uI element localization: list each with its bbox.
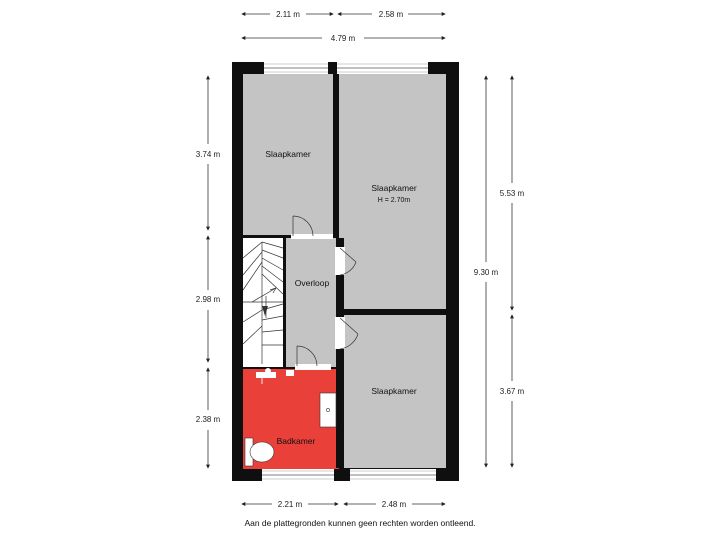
door-slaapkamer-bottom xyxy=(335,317,359,350)
dimension-top-right: 2.58 m xyxy=(337,10,446,19)
dimension-top-right-label: 2.58 m xyxy=(379,10,404,19)
dimension-left-mid-label: 2.98 m xyxy=(196,295,221,304)
dimension-right-total-label: 9.30 m xyxy=(474,268,499,277)
room-overloop xyxy=(286,238,336,367)
dimension-right-bottom: 3.67 m xyxy=(500,314,525,468)
label-slaapkamer-3: Slaapkamer xyxy=(371,386,417,396)
stair-arrow-icon xyxy=(262,306,268,316)
room-slaapkamer-bottom xyxy=(344,315,446,468)
dimension-right-top: 5.53 m xyxy=(500,75,525,311)
door-slaapkamer-right xyxy=(335,247,357,276)
dimension-right-total: 9.30 m xyxy=(474,75,499,468)
dimension-left-bottom: 2.38 m xyxy=(196,367,221,469)
label-slaapkamer-2: Slaapkamer xyxy=(371,183,417,193)
label-slaapkamer-1: Slaapkamer xyxy=(265,149,311,159)
door-badkamer xyxy=(295,345,331,370)
room-slaapkamer-top-right xyxy=(339,74,446,309)
stair-wall xyxy=(283,238,286,367)
inner-wall xyxy=(336,238,344,468)
dimension-left-bottom-label: 2.38 m xyxy=(196,415,221,424)
floor-plan: 2.11 m 2.58 m 4.79 m 3.74 m 2.98 m 2.38 … xyxy=(196,10,525,509)
dimension-bottom-left-label: 2.21 m xyxy=(278,500,303,509)
toilet-icon xyxy=(244,437,275,467)
window-top-left xyxy=(264,62,328,74)
dimension-right-bottom-label: 3.67 m xyxy=(500,387,525,396)
stairwell xyxy=(243,238,283,367)
dimension-bottom-right-label: 2.48 m xyxy=(382,500,407,509)
door-overloop-top xyxy=(291,215,333,239)
stairs xyxy=(242,241,284,364)
disclaimer-text: Aan de plattegronden kunnen geen rechten… xyxy=(244,518,476,528)
bath-corner xyxy=(286,370,294,376)
dimension-top-total-label: 4.79 m xyxy=(331,34,356,43)
label-overloop: Overloop xyxy=(295,278,330,288)
window-bottom-left xyxy=(262,469,334,481)
shower-icon xyxy=(256,368,276,384)
dimension-top-left: 2.11 m xyxy=(241,10,334,19)
room-slaapkamer-top-left xyxy=(243,74,333,235)
window-bottom-right xyxy=(350,469,436,481)
dimension-left-top: 3.74 m xyxy=(196,75,221,231)
dimension-top-left-label: 2.11 m xyxy=(276,10,300,19)
dimension-left-mid: 2.98 m xyxy=(196,235,221,363)
dimension-bottom-right: 2.48 m xyxy=(343,500,446,509)
dimension-bottom-left: 2.21 m xyxy=(241,500,339,509)
sink-icon xyxy=(319,392,337,428)
label-slaapkamer-2-height: H = 2.70m xyxy=(378,197,411,204)
label-badkamer: Badkamer xyxy=(277,436,316,446)
window-top-right xyxy=(337,62,428,74)
dimension-left-top-label: 3.74 m xyxy=(196,150,221,159)
dimension-top-total: 4.79 m xyxy=(241,34,446,43)
dimension-right-top-label: 5.53 m xyxy=(500,189,525,198)
